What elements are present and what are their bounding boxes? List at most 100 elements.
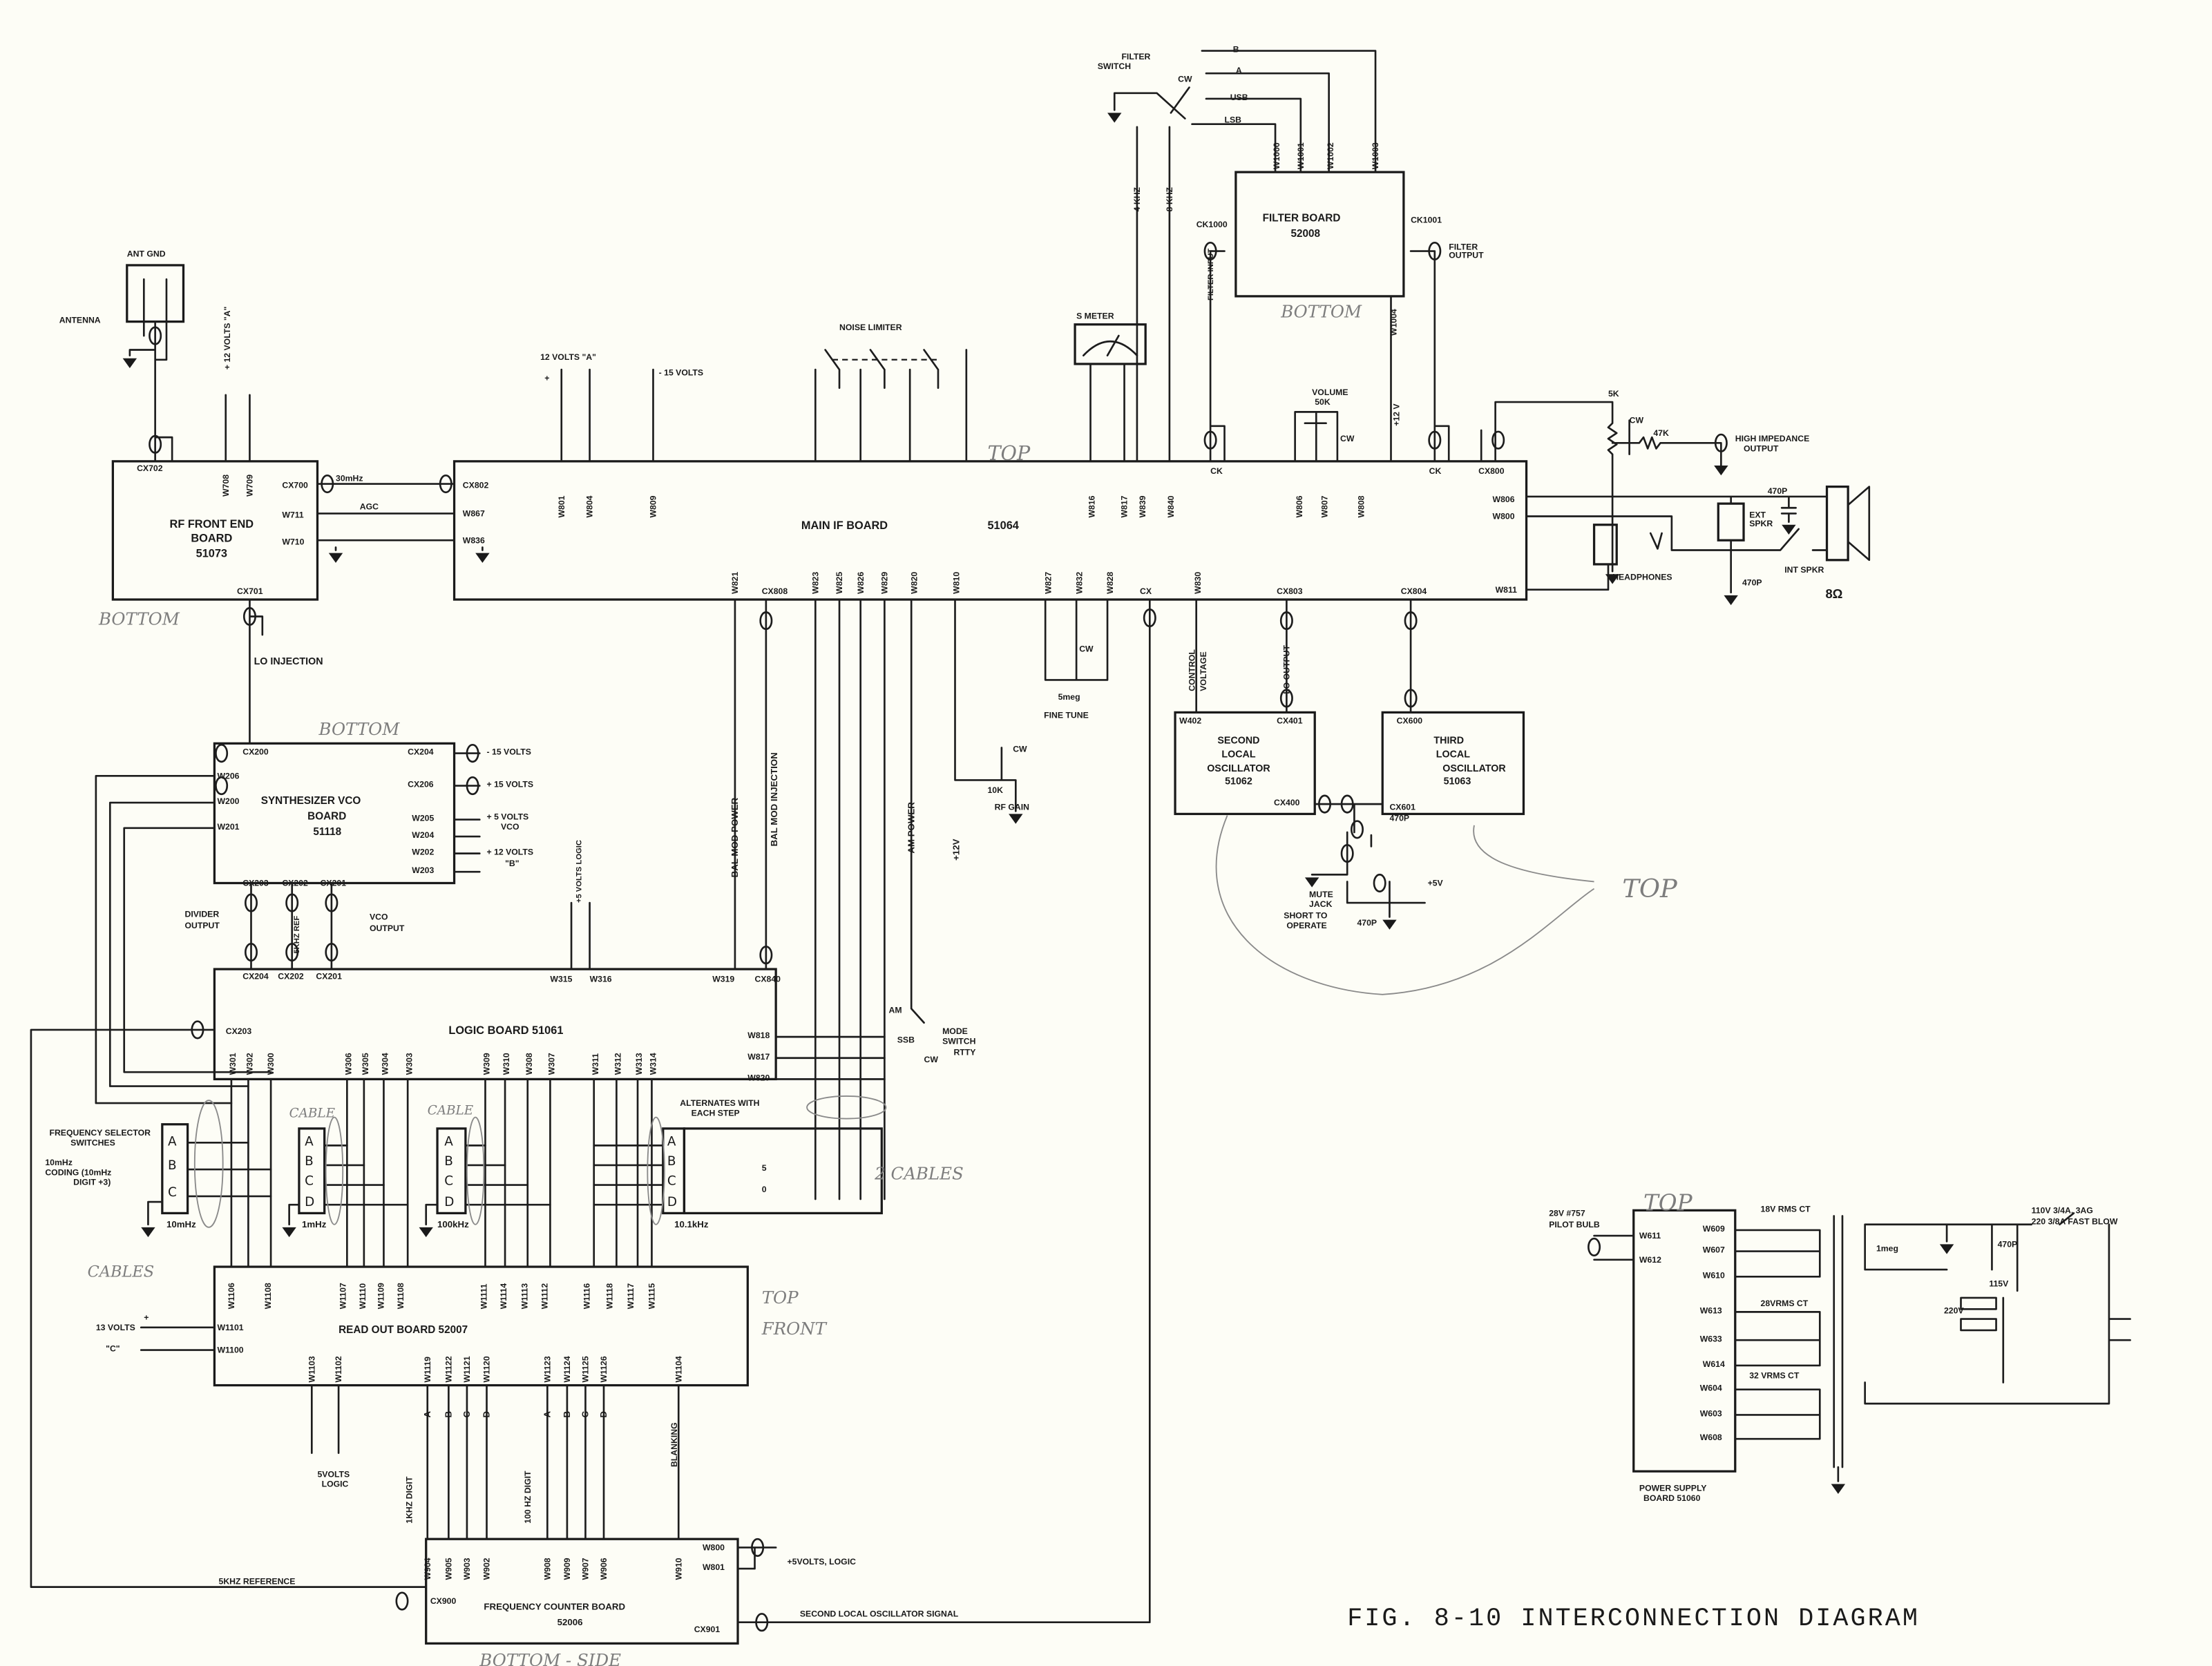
filter-pins-1-label: W1001 [1296,142,1306,169]
ant-gnd-box [126,264,185,323]
audio-int-spkr-label: INT SPKR [1784,565,1824,575]
coax-connector-icon [149,434,162,454]
main-if-number-label: 51064 [987,519,1018,532]
pencil-cable-ellipse [466,1116,485,1225]
coax-connector-icon [285,893,299,912]
main-if-right-pins-1-label: W800 [1493,512,1515,521]
third-lo-l2-label: LOCAL [1436,749,1470,760]
third-lo-number-label: 51063 [1444,776,1471,787]
rf-front-end-signals-if30-label: 30mHz [336,473,363,483]
coax-connector-icon [1404,689,1418,708]
controls-fine-cw-label: CW [1079,644,1094,654]
rf-to-if-wires [316,483,484,551]
audio-hi-z1-label: HIGH IMPEDANCE [1735,434,1810,443]
filter-number-label: 52008 [1291,228,1321,240]
logic-bottom-13-label: W313 [634,1053,644,1075]
readout-bottom-4-label: W1121 [462,1356,472,1382]
main-if-top-pins-2-label: W809 [649,495,658,517]
pencil-cable-ellipse [647,1116,665,1225]
filter-switch [1113,50,1377,173]
synth-bottom-1-label: CX202 [282,879,308,888]
main-if-bottom-pins-13-label: CX803 [1277,586,1303,596]
counter-top-0-label: W904 [423,1558,432,1580]
synth-divider2-label: OUTPUT [185,921,220,930]
power-v220-label: 220V [1944,1305,1964,1315]
pencil-cable1-label: CABLE [289,1107,336,1121]
coax-connector-icon [244,893,258,912]
readout-logic1-label: 5VOLTS [317,1469,350,1479]
power-right-0-label: W609 [1703,1224,1725,1234]
readout-left-1-label: W1100 [217,1346,243,1355]
readout-blanking-label: BLANKING [669,1422,679,1467]
synth-supplies-p15-label: + 15 VOLTS [487,780,534,789]
power-left-1-label: W612 [1639,1255,1661,1265]
coax-connector-icon [1714,433,1728,452]
logic-top-4-label: W316 [590,974,612,984]
antenna-plus12-a-label: + 12 VOLTS "A" [222,307,232,370]
audio-ext1-label: EXT [1749,510,1766,520]
pencil-cable2-label: CABLE [428,1103,474,1118]
ground-icon [1605,574,1620,584]
readout-bottom-7-label: W1124 [562,1356,572,1382]
filter-switch-label1-label: FILTER [1121,52,1150,61]
main-if-bottom-pins-2-label: W823 [810,572,820,594]
power-fuse1-label: 110V 3/4A. 3AG [2032,1205,2093,1215]
ground-icon [475,553,490,563]
coax-connector-icon [244,942,258,962]
main-if-top-pins-9-label: W807 [1320,495,1330,517]
pencil-bottom-rf-label: BOTTOM [98,609,180,629]
readout-bcd-1-label: B [443,1411,453,1418]
speaker [1825,485,1849,562]
controls-rf-gain-label: RF GAIN [995,802,1030,812]
logic-bottom-1-label: W302 [245,1053,255,1075]
logic-bottom-10-label: W307 [547,1053,557,1075]
synth-supplies-logic5-label: +5 VOLTS LOGIC [575,840,583,903]
synth-vco2-label: OUTPUT [370,923,405,933]
filter-output2-label: OUTPUT [1449,251,1484,260]
power-right-1-label: W607 [1703,1245,1725,1255]
coax-connector-icon [1318,794,1332,814]
pencil-cable-ellipse [193,1100,224,1228]
power-title2-label: BOARD 51060 [1643,1493,1701,1503]
filter-pins-3-label: W1003 [1371,142,1380,169]
switches-letters-0-label: A [168,1134,177,1149]
pencil-top-front2-label: FRONT [761,1319,828,1339]
synth-left-wires [95,774,272,1104]
coax-connector-icon [439,474,452,494]
coax-connector-icon [1143,608,1156,628]
lo-injection [249,598,264,745]
speaker-cone [1847,486,1871,562]
main-if-bottom-pins-8-label: W827 [1043,572,1053,594]
main-if-bottom-pins-7-label: W810 [952,572,962,594]
antenna-wiring [128,278,173,463]
logic-mode-label2-label: SWITCH [942,1036,975,1046]
readout-left-0-label: W1101 [217,1323,243,1332]
pencil-loop-lo [1215,815,1595,995]
logic-bottom-11-label: W311 [591,1053,600,1075]
rf-front-end-pins-w708-label: W708 [221,475,231,497]
main-if-volume-label: VOLUME [1312,387,1348,397]
synth-supplies-vco-label: VCO [501,822,519,832]
counter-right-wires [736,1547,777,1570]
switches-letters-2-label: C [444,1174,453,1189]
readout-bcd-0-label: A [542,1411,552,1418]
coax-connector-icon [466,744,479,763]
ground-icon [1304,877,1319,888]
counter-top-4-label: W908 [542,1558,552,1580]
switches-letters-0-label: A [667,1134,676,1149]
logic-alternates1-label: ALTERNATES WITH [680,1098,759,1108]
main-if-noise-limiter-label: NOISE LIMITER [839,323,902,332]
readout-top-11-label: W1118 [604,1283,614,1310]
volume-pot [1294,411,1339,463]
counter-top-7-label: W906 [599,1558,609,1580]
coax-connector-icon [215,776,229,796]
mute-short2-label: OPERATE [1286,921,1326,930]
pencil-bottom-synth-label: BOTTOM [318,719,401,739]
coax-connector-icon [1203,430,1217,450]
switch-wires [187,1141,665,1206]
logic-bottom-9-label: W308 [524,1053,534,1075]
logic-bottom-7-label: W309 [482,1053,492,1075]
ground-symbols [122,113,1954,1494]
main-if-left-pins-2-label: W836 [463,535,485,545]
